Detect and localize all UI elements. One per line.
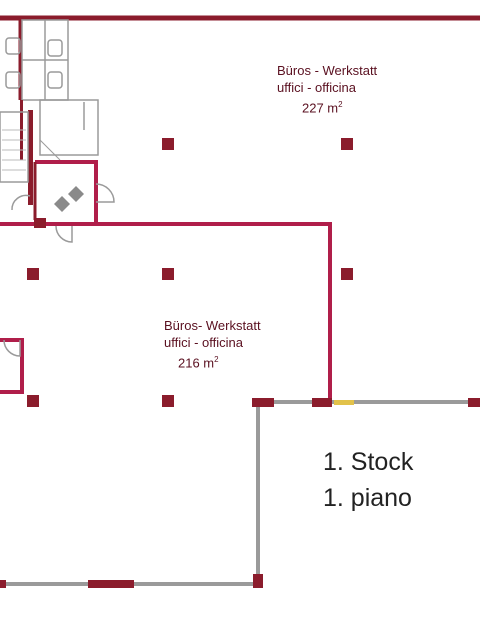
facade-posts [0, 398, 480, 588]
door-swing-2 [95, 183, 115, 203]
door-swing-4 [3, 339, 21, 357]
area-unit-exponent: 2 [214, 355, 219, 364]
column [341, 268, 353, 280]
area-value: 227 m [302, 100, 339, 116]
elevator-arrows-icon [54, 186, 84, 212]
area-unit-exponent: 2 [338, 100, 343, 109]
facade-glazing [334, 400, 354, 405]
room-name-de: Büros- Werkstatt [164, 318, 261, 333]
area-value: 216 m [178, 355, 215, 371]
column [341, 138, 353, 150]
door-swing-3 [55, 225, 73, 243]
floor-label-it: 1. piano [323, 484, 412, 512]
stairs [2, 129, 26, 171]
room-area: 227 m2 [277, 96, 377, 116]
floor-label: 1. Stock 1. piano [323, 444, 413, 516]
column [27, 268, 39, 280]
wc-block [5, 19, 99, 161]
stair-box [0, 111, 29, 183]
column [27, 395, 39, 407]
office2-left-wall [0, 338, 24, 394]
room-name-it: uffici - officina [277, 80, 357, 95]
lobby-wall [35, 160, 98, 222]
room-name-de: Büros - Werkstatt [277, 63, 378, 78]
room-label-office-1: Büros - Werkstatt uffici - officina 227 … [277, 62, 377, 116]
room-name-it: uffici - officina [164, 335, 244, 350]
wc-wall-right [28, 110, 33, 205]
room-area: 216 m2 [164, 351, 261, 371]
column [162, 138, 174, 150]
columns [27, 138, 353, 407]
partition-wall [0, 222, 332, 402]
room-label-office-2: Büros- Werkstatt uffici - officina 216 m… [164, 317, 261, 371]
column [162, 395, 174, 407]
partition-joint [34, 218, 46, 228]
door-swing-1 [11, 194, 31, 211]
floor-label-de: 1. Stock [323, 448, 414, 476]
column [162, 268, 174, 280]
